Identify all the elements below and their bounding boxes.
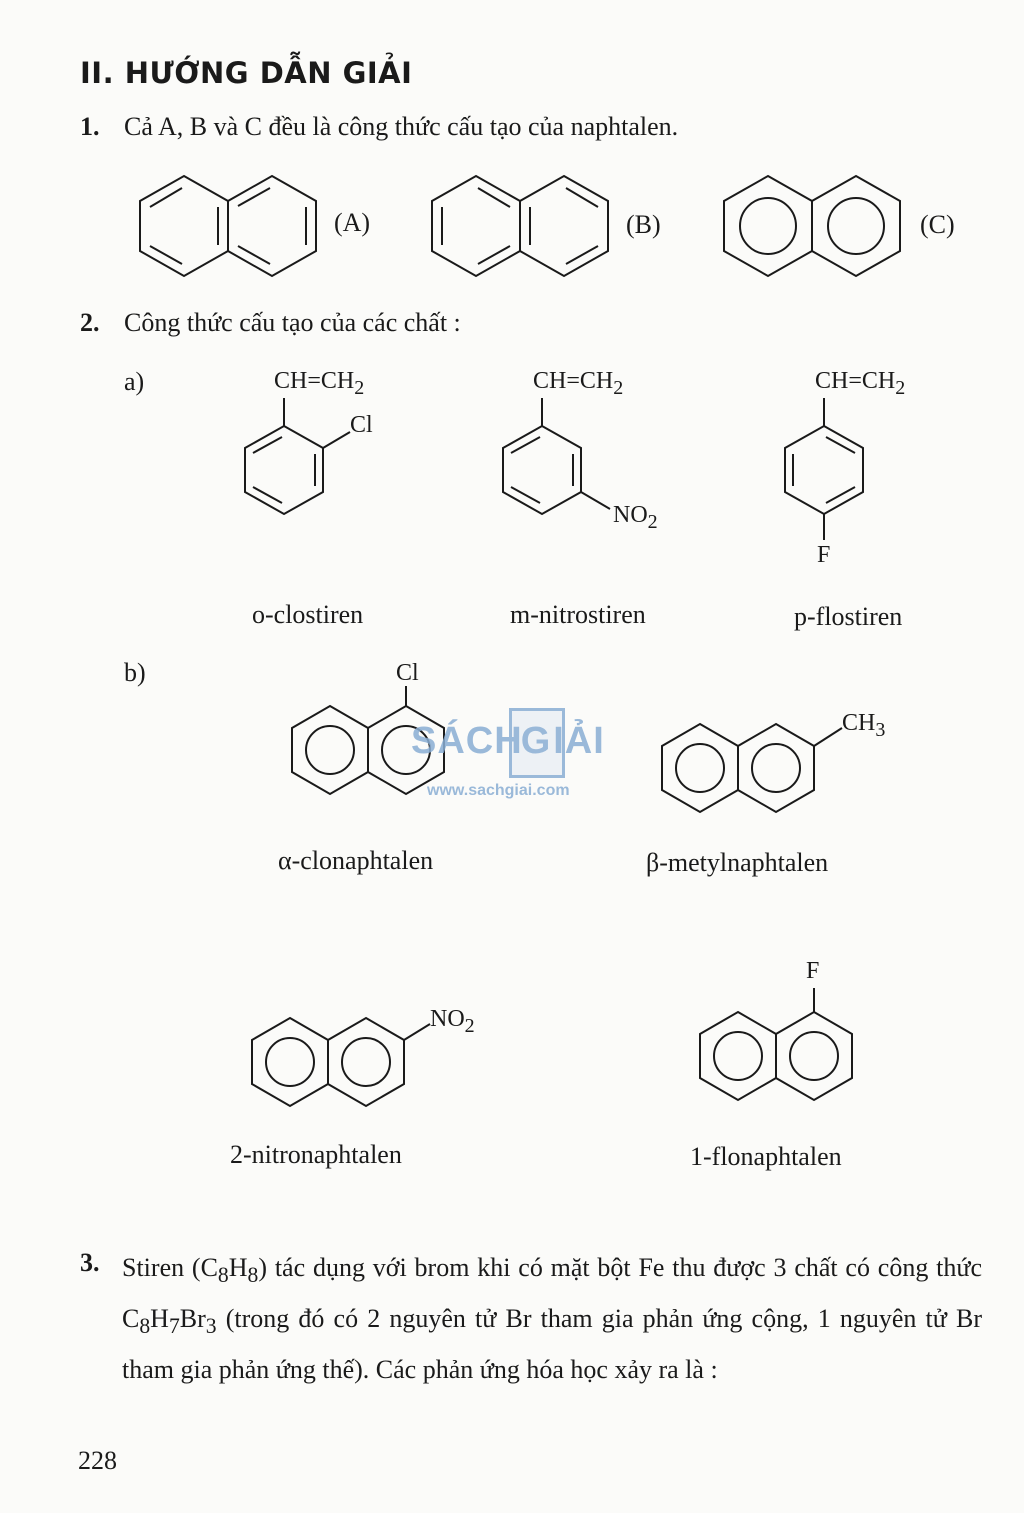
q2-number: 2. [80, 308, 100, 337]
q1-number: 1. [80, 112, 100, 141]
section-heading: II. HƯỚNG DẪN GIẢI [80, 56, 413, 90]
q1-text: Cả A, B và C đều là công thức cấu tạo củ… [124, 112, 679, 141]
p-flostiren-name: p-flostiren [794, 602, 903, 631]
q3-text: Stiren (C8H8) tác dụng với brom khi có m… [122, 1253, 982, 1385]
label-b: (B) [626, 210, 661, 239]
1-flonaphtalen-name: 1-flonaphtalen [690, 1142, 842, 1171]
page-number: 228 [78, 1446, 117, 1475]
o-clostiren-name: o-clostiren [252, 600, 364, 629]
o-clostiren-substituent: Cl [350, 412, 373, 438]
watermark-box [509, 708, 565, 778]
alpha-clonaphtalen-name: α-clonaphtalen [278, 846, 434, 875]
part-a-marker: a) [124, 367, 145, 396]
beta-metylnaphtalen-name: β-metylnaphtalen [646, 848, 829, 877]
q3-number: 3. [80, 1248, 100, 1277]
m-nitrostiren-substituent: NO2 [613, 502, 658, 533]
1-flonaphtalen-substituent: F [806, 958, 820, 984]
part-b-marker: b) [124, 658, 146, 687]
2-nitronaphtalen-substituent: NO2 [430, 1006, 475, 1037]
watermark-title: SÁCHGIẢI [411, 720, 605, 762]
o-clostiren-vinyl: CH=CH2 [274, 368, 365, 399]
watermark-url: www.sachgiai.com [427, 782, 570, 799]
label-a: (A) [334, 208, 371, 237]
p-flostiren-substituent: F [817, 542, 831, 568]
m-nitrostiren-vinyl: CH=CH2 [533, 368, 624, 399]
m-nitrostiren-name: m-nitrostiren [510, 600, 646, 629]
p-flostiren-vinyl: CH=CH2 [815, 368, 906, 399]
q2-text: Công thức cấu tạo của các chất : [124, 308, 461, 337]
alpha-clonaphtalen-substituent: Cl [396, 660, 419, 686]
watermark: SÁCHGIẢI www.sachgiai.com [405, 706, 625, 806]
label-c: (C) [920, 210, 955, 239]
beta-metylnaphtalen-substituent: CH3 [842, 710, 886, 741]
2-nitronaphtalen-name: 2-nitronaphtalen [230, 1140, 402, 1169]
